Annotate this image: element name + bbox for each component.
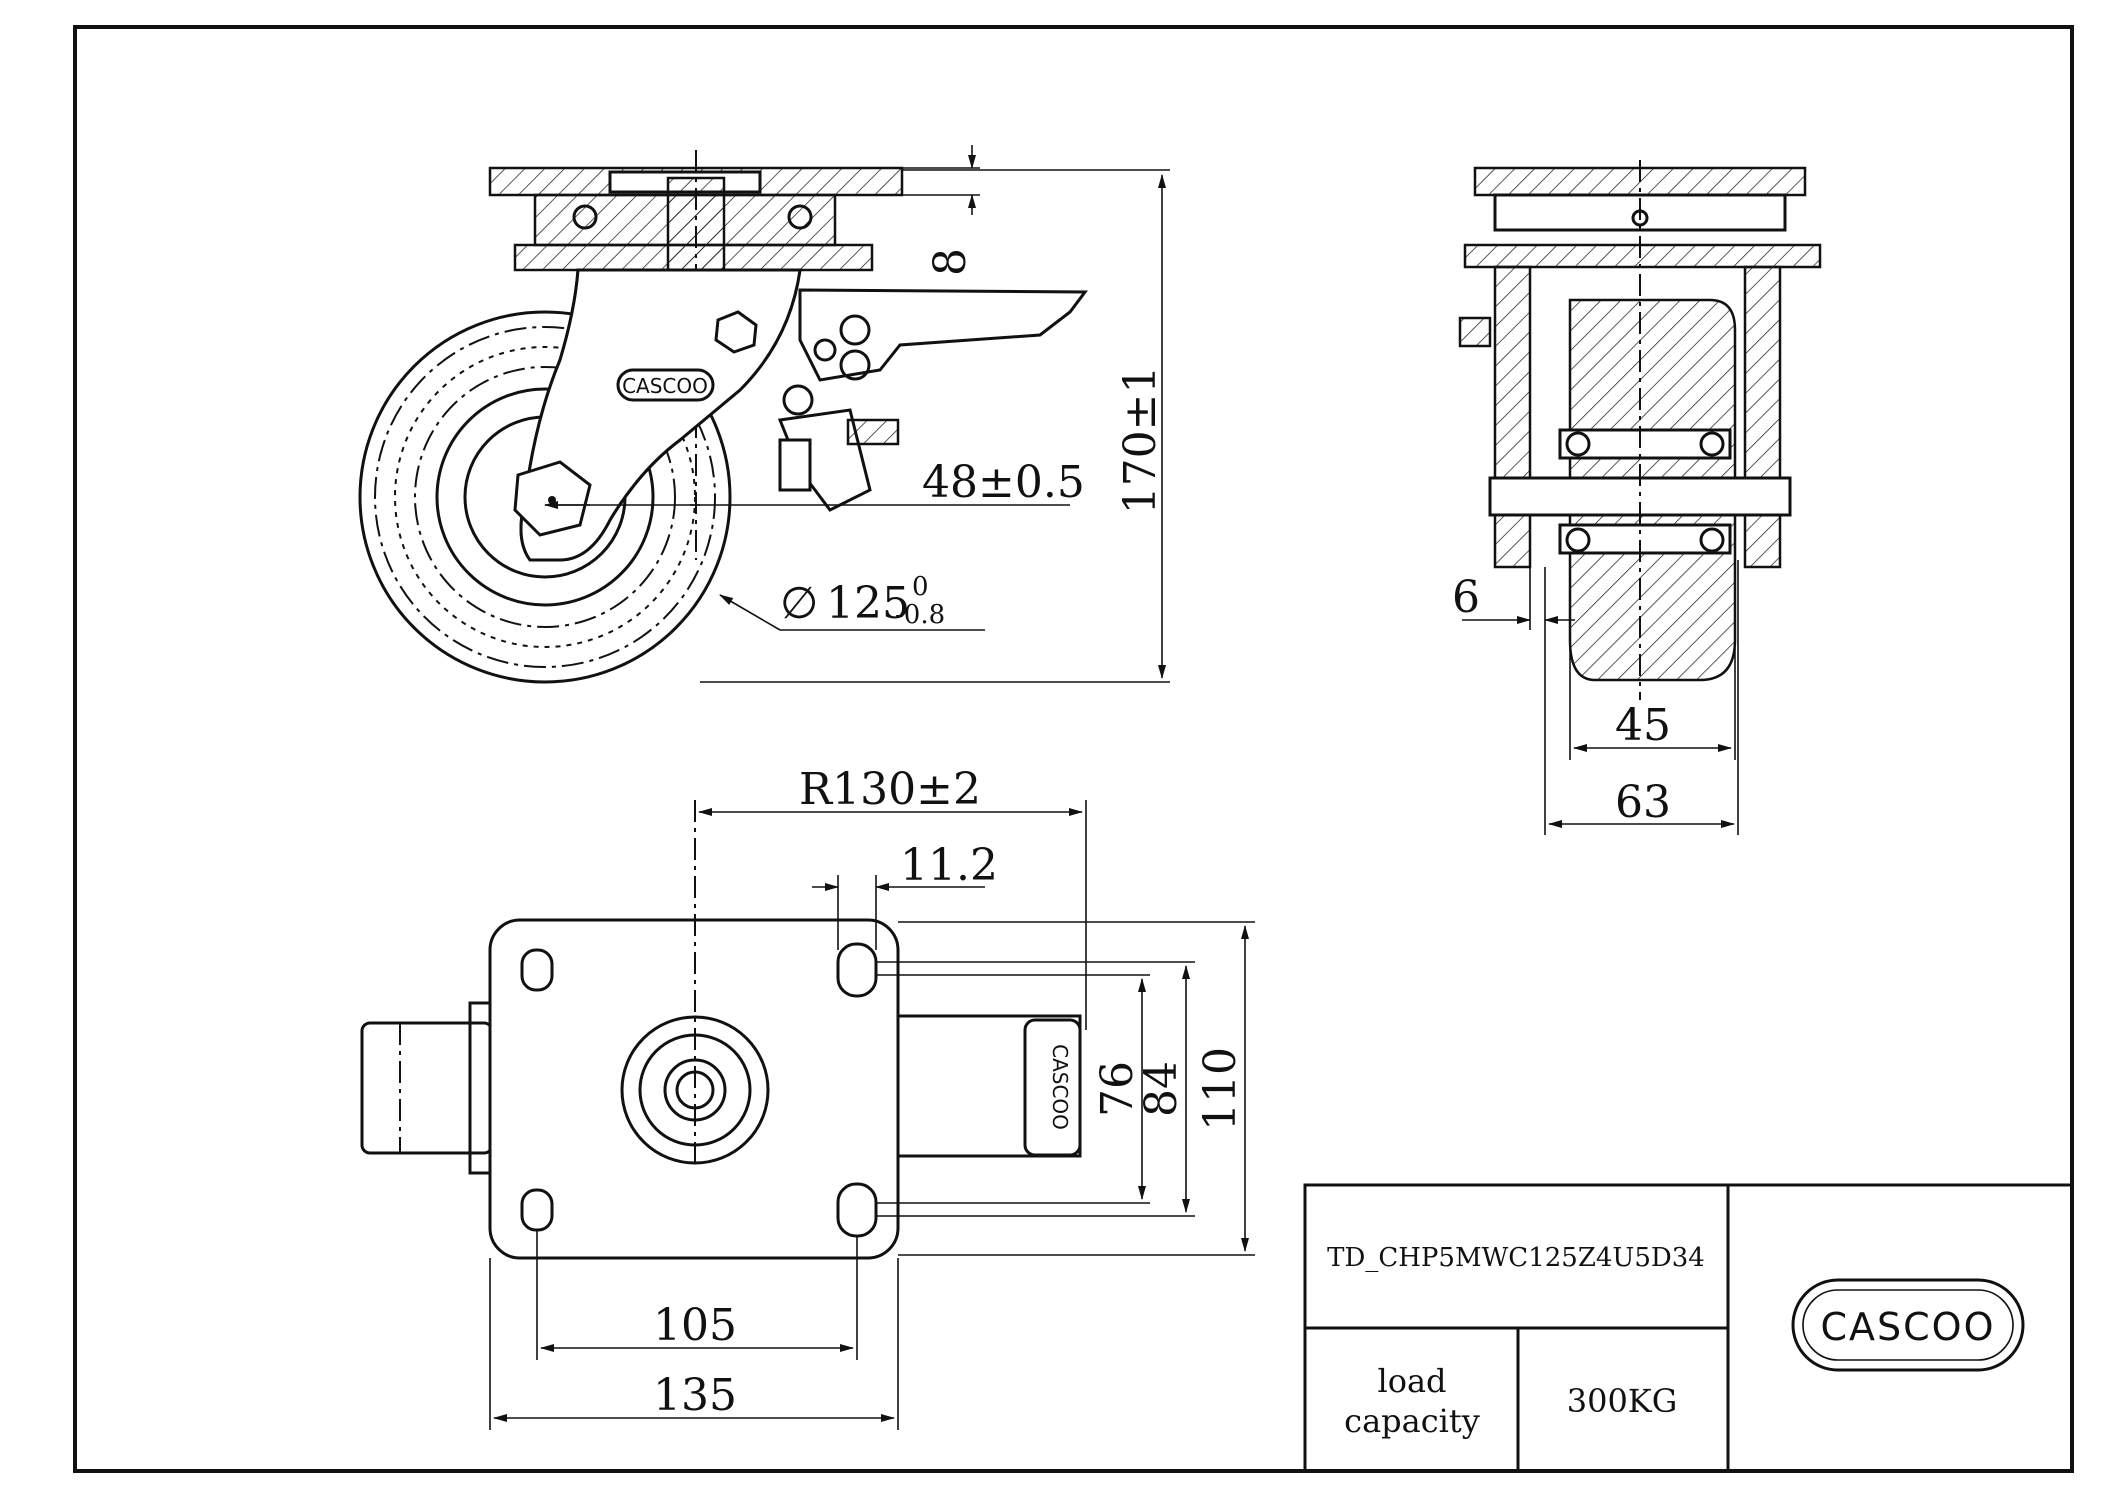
side-view: CASCOO 8 170±1 48±0.5 ∅ 125 0 -0.8 — [358, 145, 1170, 684]
load-label-line1: load — [1377, 1362, 1446, 1400]
wheel-outer — [358, 310, 732, 684]
top-view: CASCOO R130±2 11.2 76 84 — [360, 764, 1255, 1430]
drawing-border — [73, 25, 2074, 1473]
dim-wheel-tol-lower: -0.8 — [895, 600, 945, 630]
dim-offset: 48±0.5 — [922, 457, 1085, 508]
dim-plate-length: 135 — [653, 1370, 737, 1421]
bolt-hole-tr — [836, 942, 878, 998]
dim-swivel-radius: R130±2 — [799, 764, 981, 815]
part-number: TD_CHP5MWC125Z4U5D34 — [1327, 1243, 1705, 1273]
load-label-line2: capacity — [1344, 1402, 1480, 1440]
dim-tread-width: 45 — [1615, 700, 1671, 751]
front-fork-right — [1743, 265, 1782, 569]
brand-logo — [1791, 1278, 2025, 1372]
front-fork-left — [1493, 265, 1532, 569]
body-logo: CASCOO — [622, 374, 708, 398]
brand-logo-text: CASCOO — [1820, 1305, 1995, 1349]
plan-wheel — [360, 1021, 494, 1155]
dim-wheel-tol-upper: 0 — [912, 572, 929, 602]
title-block: TD_CHP5MWC125Z4U5D34 load capacity 300KG… — [1303, 1183, 2074, 1473]
brake-screw — [846, 418, 900, 446]
dim-wheel-offset: 6 — [1452, 572, 1480, 623]
dim-wheel-diameter: 125 — [826, 578, 910, 629]
dim-hole-spacing-long: 84 — [1136, 1061, 1187, 1117]
dim-bolt-slot: 11.2 — [900, 840, 998, 891]
bolt-hole-tl — [520, 948, 554, 992]
dim-plate-thickness: 8 — [925, 248, 976, 276]
plan-logo: CASCOO — [1048, 1044, 1072, 1130]
front-view: 6 45 63 — [1452, 160, 1822, 835]
dim-overall-height: 170±1 — [1115, 366, 1166, 515]
brake-pedal — [798, 288, 1088, 382]
load-value: 300KG — [1567, 1382, 1678, 1420]
dim-hub-length: 63 — [1615, 777, 1671, 828]
dim-hole-spacing-short: 76 — [1092, 1061, 1143, 1117]
dim-diameter-symbol: ∅ — [780, 578, 818, 629]
dim-plate-width: 110 — [1195, 1047, 1246, 1131]
dim-hole-spacing-x: 105 — [653, 1300, 737, 1351]
